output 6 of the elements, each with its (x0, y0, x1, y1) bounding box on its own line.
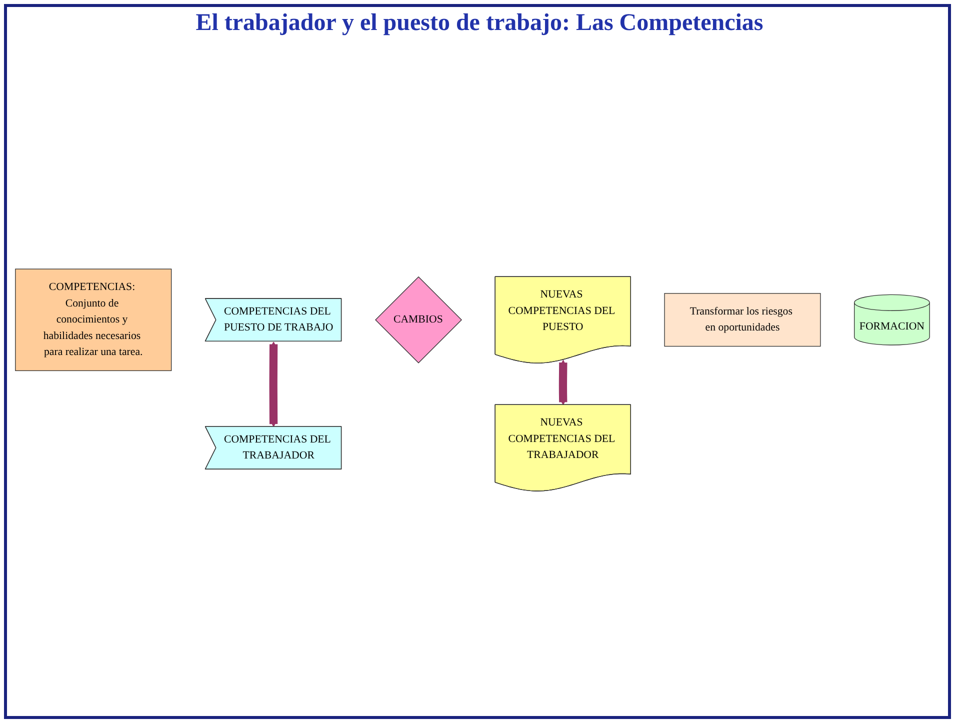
arrow (558, 360, 568, 406)
diagram-title: El trabajador y el puesto de trabajo: Las Competencias (194, 10, 764, 37)
node-box: Transformar los riesgos en oportunidades (664, 293, 821, 347)
node-diamond: CAMBIOS (375, 276, 462, 364)
node-box: COMPETENCIAS: Conjunto de conocimientos y habilidades necesarios para realizar una tarea. (15, 268, 172, 372)
arrow (269, 342, 278, 428)
